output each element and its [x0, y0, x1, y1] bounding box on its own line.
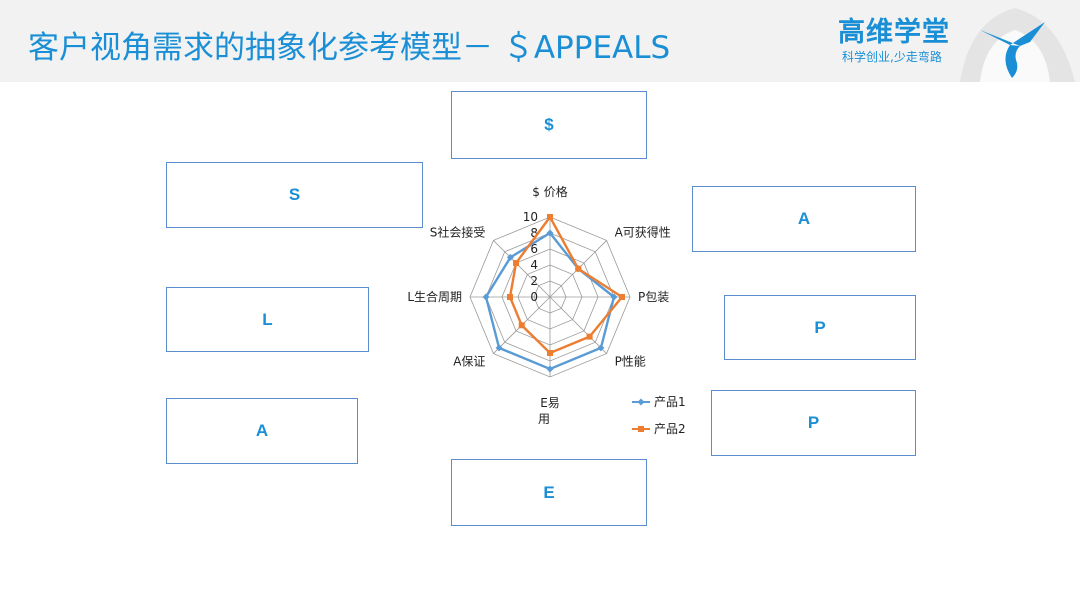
- legend-marker-2: [638, 426, 644, 432]
- tick-label-0: 0: [530, 290, 538, 304]
- series-1-point-4: [546, 365, 554, 373]
- brand-name: 高维学堂: [838, 17, 950, 48]
- box-ease-label: E: [543, 482, 555, 502]
- series-2-point-7: [513, 260, 520, 267]
- tick-label-10: 10: [523, 210, 538, 224]
- series-1-point-2: [610, 293, 618, 301]
- box-availability: A: [692, 186, 916, 252]
- box-assurance-label: A: [255, 421, 269, 440]
- box-performance: P: [711, 390, 916, 456]
- series-1-point-5: [495, 344, 503, 352]
- series-2-point-0: [547, 214, 553, 220]
- legend-label-2: 产品2: [654, 422, 686, 436]
- box-assurance: A: [166, 398, 358, 464]
- category-label-4: E易用: [538, 396, 560, 426]
- series-2-point-2: [619, 294, 625, 300]
- box-packaging-label: P: [814, 317, 826, 337]
- series-1-point-3: [597, 344, 605, 352]
- series-1-point-6: [482, 293, 490, 301]
- box-lifecycle: L: [166, 287, 369, 352]
- box-price-label: $: [544, 115, 554, 134]
- category-label-1: A可获得性: [615, 224, 671, 239]
- box-performance-label: P: [807, 413, 820, 432]
- brand-slogan: 科学创业,少走弯路: [842, 50, 942, 64]
- tick-label-2: 2: [530, 274, 538, 288]
- category-label-0: $ 价格: [532, 184, 567, 199]
- category-label-2: P包装: [638, 290, 669, 304]
- tick-label-8: 8: [530, 226, 538, 240]
- legend-marker-1: [637, 398, 645, 406]
- header-bar: 客户视角需求的抽象化参考模型－ ＄APPEALS 高维学堂 科学创业,少走弯路: [0, 0, 1080, 82]
- grid-spoke-7: [493, 240, 551, 298]
- box-social-label: S: [288, 185, 301, 204]
- series-2-point-1: [575, 265, 582, 272]
- box-price: $: [451, 91, 647, 159]
- series-2-point-5: [518, 322, 525, 329]
- series-2-point-3: [586, 333, 593, 340]
- box-lifecycle-label: L: [262, 309, 273, 329]
- series-2-point-4: [547, 350, 553, 356]
- box-social: S: [166, 162, 423, 228]
- series-2-point-6: [507, 294, 513, 300]
- category-label-7: S社会接受: [430, 224, 486, 239]
- mascot-logo: [960, 8, 1075, 82]
- series-1-point-7: [506, 253, 514, 261]
- box-availability-label: A: [797, 209, 811, 228]
- tick-label-6: 6: [530, 242, 538, 256]
- box-packaging: P: [724, 295, 916, 360]
- grid-spoke-3: [549, 296, 607, 354]
- category-label-5: A保证: [453, 355, 485, 369]
- page-title: 客户视角需求的抽象化参考模型－ ＄APPEALS: [28, 30, 671, 66]
- category-label-3: P性能: [615, 355, 646, 369]
- tick-label-4: 4: [530, 258, 538, 272]
- series-1-point-0: [546, 229, 554, 237]
- box-ease: E: [451, 459, 647, 526]
- category-label-6: L生合周期: [407, 289, 462, 304]
- legend-label-1: 产品1: [654, 395, 686, 409]
